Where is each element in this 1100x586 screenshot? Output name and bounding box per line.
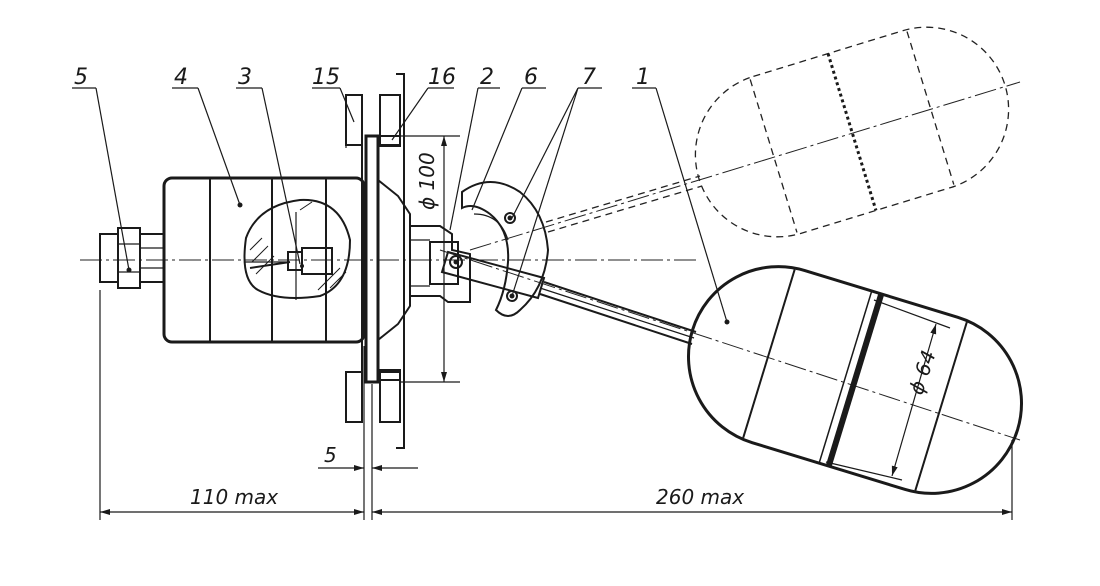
cutaway-window (243, 198, 352, 300)
callout-15: 15 (312, 65, 340, 90)
alt-float-position (694, 26, 1010, 238)
float-diameter-dimension: ϕ 64 (825, 299, 951, 481)
alt-lever-position (469, 81, 1021, 251)
callout-leaders (72, 87, 728, 323)
float-diameter-label: ϕ 64 (904, 347, 941, 397)
float (686, 265, 1024, 495)
gasket (377, 73, 405, 449)
float-reach-dimension: 260 max (372, 485, 1012, 515)
callout-7: 7 (582, 65, 596, 90)
wall-gap-label: 5 (324, 443, 337, 467)
lever-axis (439, 249, 1021, 441)
callout-2: 2 (480, 65, 494, 90)
lever-arm (440, 250, 697, 345)
callout-3: 3 (238, 65, 252, 90)
body-length-dimension: 110 max (100, 485, 364, 515)
callout-16: 16 (428, 65, 456, 90)
callout-4: 4 (174, 65, 188, 90)
body-length-label: 110 max (190, 485, 278, 509)
flange-diameter-dimension: ϕ 100 (400, 135, 460, 383)
callout-1: 1 (636, 65, 650, 90)
callout-5: 5 (74, 65, 88, 90)
cable-gland (99, 227, 165, 289)
flange (364, 134, 411, 384)
mounting-wall (345, 94, 363, 423)
flange-diameter-label: ϕ 100 (415, 152, 439, 210)
float-reach-label: 260 max (656, 485, 744, 509)
callout-6: 6 (524, 65, 538, 90)
wall-gap-dimension: 5 (318, 443, 418, 471)
